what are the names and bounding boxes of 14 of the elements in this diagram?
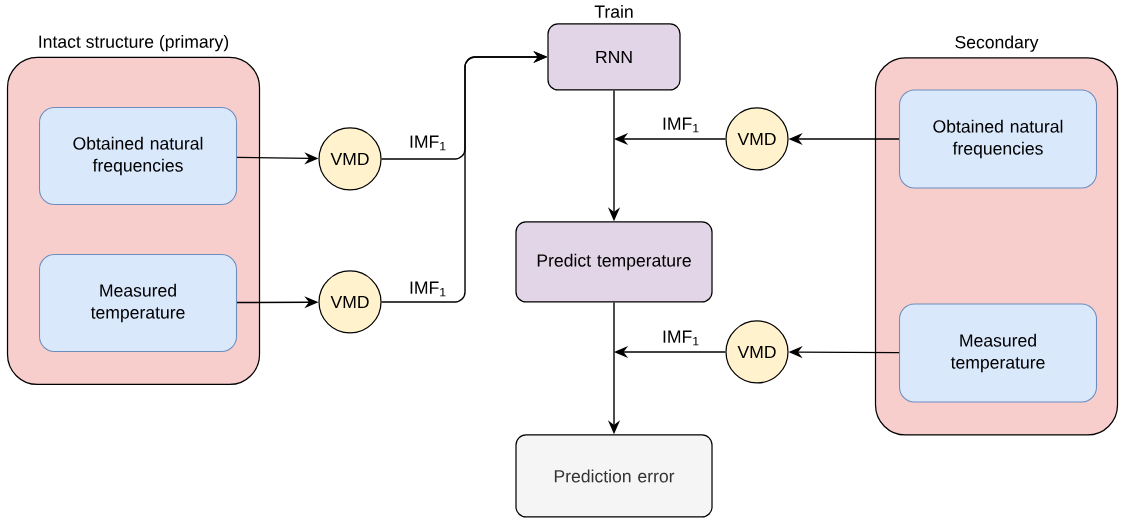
process-box: Predict temperature xyxy=(515,221,713,303)
heading-text: Intact structure (primary) xyxy=(39,35,229,52)
edge-label: IMF$_{1}$ xyxy=(660,115,702,135)
heading-text: Secondary xyxy=(955,35,1039,52)
process-box: Measured temperature xyxy=(39,253,238,352)
process-box: Measured temperature xyxy=(899,303,1098,403)
process-box: Prediction error xyxy=(515,434,713,518)
process-box: Obtained natural frequencies xyxy=(39,106,238,205)
edge-label: IMF$_{1}$ xyxy=(660,328,702,348)
process-box: Obtained natural frequencies xyxy=(899,89,1098,189)
edge-label: IMF$_{1}$ xyxy=(407,133,449,153)
heading-text: Train xyxy=(594,4,633,18)
edge-label: IMF$_{1}$ xyxy=(407,279,449,299)
process-box: RNN xyxy=(547,23,681,91)
